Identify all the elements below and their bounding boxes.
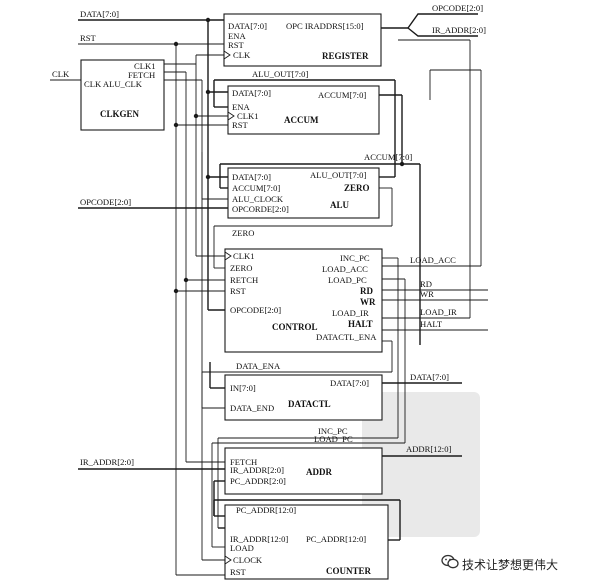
signal-load-acc: LOAD_ACC: [410, 255, 456, 265]
addr-name: ADDR: [306, 467, 332, 477]
accum-block: [227, 85, 380, 135]
signal-alu-out: ALU_OUT[7:0]: [252, 69, 308, 79]
wechat-icon: [441, 554, 459, 569]
datactl-port-data-end: DATA_END: [230, 403, 274, 413]
register-port-rst: RST: [228, 40, 245, 50]
signal-load-ir: LOAD_IR: [420, 307, 457, 317]
control-out-datactl-ena: DATACTL_ENA: [316, 332, 377, 342]
accum-port-rst: RST: [232, 120, 249, 130]
counter-block: [224, 504, 389, 580]
control-name: CONTROL: [272, 322, 318, 332]
watermark-label: 技术让梦想更伟大: [462, 558, 559, 572]
signal-clk: CLK: [52, 69, 70, 79]
wires: [50, 13, 488, 576]
alu-port-clock: ALU_CLOCK: [232, 194, 284, 204]
signal-inc-pc: INC_PC: [318, 426, 348, 436]
clkgen-block: [80, 59, 165, 131]
control-out-halt: HALT: [348, 319, 373, 329]
counter-port-rst: RST: [230, 567, 247, 577]
register-port-data: DATA[7:0]: [228, 21, 267, 31]
control-port-retch: RETCH: [230, 275, 258, 285]
signal-data-ena: DATA_ENA: [236, 361, 281, 371]
signal-opcode-top: OPCODE[2:0]: [432, 3, 483, 13]
clkgen-name: CLKGEN: [100, 109, 140, 119]
signal-load-pc: LOAD_PC: [314, 434, 353, 444]
counter-name: COUNTER: [326, 566, 372, 576]
control-port-clk1: CLK1: [233, 251, 254, 261]
control-port-zero: ZERO: [230, 263, 252, 273]
register-block: [223, 13, 382, 67]
control-port-rst: RST: [230, 286, 247, 296]
signal-ir-addr-in: IR_ADDR[2:0]: [80, 457, 134, 467]
accum-port-ena: ENA: [232, 102, 250, 112]
register-port-clk: CLK: [233, 50, 251, 60]
datactl-out: DATA[7:0]: [330, 378, 369, 388]
signal-ir-addr-top: IR_ADDR[2:0]: [432, 25, 486, 35]
alu-block: [227, 167, 380, 219]
signal-zero: ZERO: [232, 228, 254, 238]
clkgen-port-alu-clk: CLK ALU_CLK: [84, 79, 143, 89]
signal-pc-addr: PC_ADDR[12:0]: [236, 505, 296, 515]
clkgen-port-fetch: FETCH: [128, 70, 155, 80]
addr-port-fetch: FETCH: [230, 457, 257, 467]
accum-name: ACCUM: [284, 115, 319, 125]
signal-addr: ADDR[12:0]: [406, 444, 451, 454]
register-out: OPC IRADDRS[15:0]: [286, 21, 364, 31]
seal-stamp: [362, 392, 480, 537]
register-name: REGISTER: [322, 51, 369, 61]
counter-port-ir-addr: IR_ADDR[12:0]: [230, 534, 288, 544]
signal-data-in: DATA[7:0]: [80, 9, 119, 19]
accum-out: ACCUM[7:0]: [318, 90, 366, 100]
control-out-inc-pc: INC_PC: [340, 253, 370, 263]
control-block: [224, 248, 383, 353]
alu-out: ALU_OUT[7:0]: [310, 170, 366, 180]
signal-accum: ACCUM[7:0]: [364, 152, 412, 162]
datactl-port-in: IN[7:0]: [230, 383, 256, 393]
addr-port-pc-addr: PC_ADDR[2:0]: [230, 476, 286, 486]
addr-port-ir-addr: IR_ADDR[2:0]: [230, 465, 284, 475]
signal-opcode-alu: OPCODE[2:0]: [80, 197, 131, 207]
junction-dots: [173, 17, 405, 294]
alu-port-data: DATA[7:0]: [232, 172, 271, 182]
counter-port-clock: CLOCK: [233, 555, 263, 565]
accum-port-data: DATA[7:0]: [232, 88, 271, 98]
control-out-load-pc: LOAD_PC: [328, 275, 367, 285]
signal-halt: HALT: [420, 319, 443, 329]
clock-triangles: [223, 50, 235, 565]
datactl-block: [224, 374, 383, 421]
register-port-ena: ENA: [228, 31, 246, 41]
alu-port-opcode: OPCORDE[2:0]: [232, 204, 289, 214]
signal-rst: RST: [80, 33, 97, 43]
counter-port-load: LOAD: [230, 543, 254, 553]
signal-data-out: DATA[7:0]: [410, 372, 449, 382]
signal-rd: RD: [420, 279, 432, 289]
control-port-opcode: OPCODE[2:0]: [230, 305, 281, 315]
control-out-load-ir: LOAD_IR: [332, 308, 369, 318]
control-out-rd: RD: [360, 286, 373, 296]
clkgen-port-clk1: CLK1: [134, 61, 155, 71]
control-out-wr: WR: [360, 297, 376, 307]
alu-name: ALU: [330, 200, 350, 210]
signal-wr: WR: [420, 289, 434, 299]
accum-port-clk1: CLK1: [237, 111, 258, 121]
alu-port-accum: ACCUM[7:0]: [232, 183, 280, 193]
datactl-name: DATACTL: [288, 399, 331, 409]
control-out-load-acc: LOAD_ACC: [322, 264, 368, 274]
alu-zero: ZERO: [344, 183, 370, 193]
counter-out: PC_ADDR[12:0]: [306, 534, 366, 544]
addr-block: [224, 447, 383, 495]
